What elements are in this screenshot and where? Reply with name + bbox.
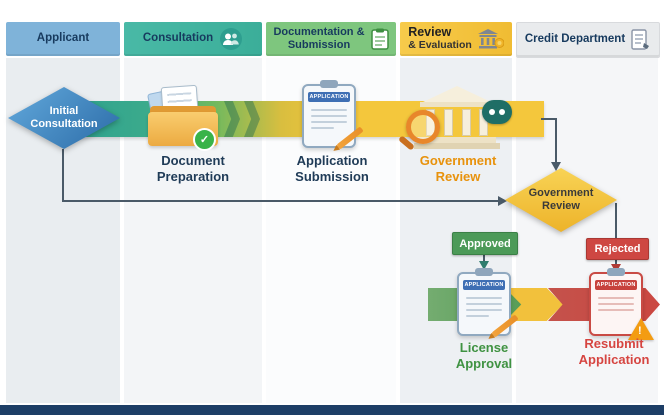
document-pen-icon <box>631 29 650 50</box>
bank-magnifier-icon <box>406 86 512 150</box>
bank-beam <box>420 102 494 107</box>
clipboard-line <box>466 297 502 299</box>
connector-decision-to-rejected <box>615 203 617 238</box>
document-preparation-label: Document Preparation <box>156 153 230 185</box>
rejected-badge: Rejected <box>586 238 649 260</box>
warning-triangle-icon: ! <box>628 318 654 340</box>
connector-approved-to-license <box>483 253 485 262</box>
arrowhead-down-icon <box>479 261 489 270</box>
clipboard-line <box>598 297 634 299</box>
connector-applicant-to-decision-v <box>62 149 64 202</box>
application-submission-label: Application Submission <box>295 153 369 185</box>
bank-coins-icon <box>477 29 504 49</box>
people-icon <box>220 28 243 50</box>
lane-label-review: Review & Evaluation <box>408 25 472 52</box>
government-review-decision-node: Government Review <box>505 168 617 232</box>
government-review-decision-label: Government Review <box>528 186 594 212</box>
lane-header-credit-department: Credit Department <box>516 22 660 58</box>
clipboard-line <box>311 109 347 111</box>
clipboard-clip <box>320 80 338 88</box>
clipboard-line <box>311 121 347 123</box>
connector-review-to-decision-v <box>555 118 557 164</box>
bank-base <box>418 137 496 143</box>
clipboard-line <box>466 303 502 305</box>
flow-chevron-icon <box>224 101 240 137</box>
clipboard-line <box>311 127 334 129</box>
license-approval-label: License Approval <box>455 340 513 372</box>
government-review-label: Government Review <box>419 153 497 185</box>
checkmark-icon: ✓ <box>193 128 216 151</box>
lane-header-documentation: Documentation & Submission <box>266 22 396 56</box>
diamond-shape: Government Review <box>505 168 617 232</box>
approved-badge: Approved <box>452 232 518 255</box>
folder-check-icon: ✓ <box>146 84 218 151</box>
clipboard-pencil-icon: APPLICATION <box>457 268 519 338</box>
diamond-shape: Initial Consultation <box>8 87 120 149</box>
clipboard-title: APPLICATION <box>463 280 505 290</box>
clipboard-line <box>598 309 634 311</box>
bank-column <box>462 109 471 136</box>
arrowhead-down-icon <box>551 162 561 171</box>
lane-header-review: Review & Evaluation <box>400 22 512 56</box>
ellipsis-badge-icon <box>482 100 512 124</box>
clipboard-title: APPLICATION <box>308 92 350 102</box>
initial-consultation-label: Initial Consultation <box>30 104 98 130</box>
lane-label-documentation: Documentation & Submission <box>273 26 365 51</box>
bottom-accent-bar <box>0 405 664 415</box>
lane-label-credit-department: Credit Department <box>524 33 626 46</box>
clipboard-clip <box>607 268 625 276</box>
arrowhead-right-icon <box>498 196 507 206</box>
resubmit-application-label: Resubmit Application <box>578 336 650 368</box>
clipboard-line <box>466 315 489 317</box>
lane-label-applicant: Applicant <box>36 32 90 45</box>
lane-header-applicant: Applicant <box>6 22 120 56</box>
flow-chevron-icon <box>244 101 260 137</box>
lane-label-consultation: Consultation <box>142 32 214 45</box>
bank-roof <box>423 86 491 102</box>
initial-consultation-node: Initial Consultation <box>8 87 120 149</box>
connector-applicant-to-decision-h <box>62 200 498 202</box>
clipboard-icon <box>371 28 389 50</box>
clipboard-clip <box>475 268 493 276</box>
clipboard-line <box>598 303 634 305</box>
bank-step <box>414 143 500 149</box>
warning-exclamation: ! <box>638 325 642 337</box>
clipboard-line <box>466 309 502 311</box>
magnifying-glass-icon <box>406 110 440 144</box>
clipboard-line <box>311 115 347 117</box>
lane-header-consultation: Consultation <box>124 22 262 56</box>
connector-rejected-to-resubmit <box>615 258 617 265</box>
connector-review-to-decision-h <box>541 118 557 120</box>
clipboard-pencil-icon: APPLICATION <box>302 80 364 150</box>
clipboard-title: APPLICATION <box>595 280 637 290</box>
bank-column <box>444 109 453 136</box>
clipboard-warning-icon: APPLICATION ! <box>589 268 654 340</box>
